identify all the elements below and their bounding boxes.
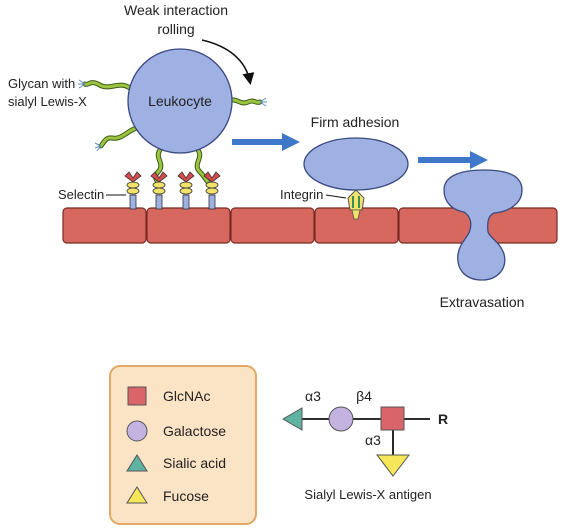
legend-label: GlcNAc [163,388,210,404]
endothelial-cell [230,207,315,244]
legend-label: Galactose [163,423,226,439]
rolling-label: rolling [157,21,194,37]
sialic-acid-icon [282,407,303,431]
firm-adhesion-label: Firm adhesion [311,114,400,130]
adherent-cell [303,137,409,191]
glcnac-icon [380,406,405,431]
glycan-label-line2: sialyl Lewis-X [8,94,87,109]
sialic-acid-swatch-icon [126,454,148,472]
rolling-arrow [201,39,255,85]
extravasating-leukocyte: Extravasation [440,169,525,310]
endothelial-cell [62,207,147,244]
legend-label: Fucose [163,488,209,504]
legend-label: Sialic acid [163,455,226,471]
glcnac-swatch-icon [127,386,147,406]
step-arrow [232,133,300,151]
leukocyte-cell [127,48,233,154]
legend-item: GlcNAc [127,386,210,406]
galactose-swatch-icon [126,420,148,442]
selectin-label: Selectin [58,187,104,202]
legend-item: Fucose [126,486,209,504]
fucose-icon [375,454,411,477]
leukocyte-label: Leukocyte [148,93,212,109]
beta4-label: β4 [356,388,372,404]
selectin-molecule [150,171,168,210]
legend-item: Galactose [126,420,226,442]
selectin-molecule [203,171,221,210]
extravasating-cell [443,169,523,281]
endothelium [62,207,558,244]
endothelial-cell [146,207,231,244]
step-arrow [418,151,488,169]
sialyl-lewis-x-structure: α3 β4 α3 R Sialyl Lewis-X antigen [282,388,448,502]
integrin-molecule [347,189,365,211]
r-group-label: R [438,411,448,427]
selectin-molecule [124,171,142,210]
glycan-label-line1: Glycan with [8,76,75,91]
legend: GlcNAc Galactose Sialic acid Fucose [109,365,257,525]
glycan-tips [78,79,267,152]
rolling-leukocyte: Leukocyte [78,48,267,185]
integrin-label: Integrin [280,187,323,202]
selectin-molecule [177,171,195,210]
galactose-icon [328,406,354,432]
fucose-swatch-icon [126,486,148,504]
adherent-leukocyte: Firm adhesion Integrin [280,114,409,220]
legend-item: Sialic acid [126,454,226,472]
alpha3-bottom-label: α3 [365,432,381,448]
extravasation-label: Extravasation [440,294,525,310]
integrin-pointer [325,194,347,199]
selectin-group [124,171,221,210]
antigen-title: Sialyl Lewis-X antigen [304,487,431,502]
weak-interaction-label: Weak interaction [124,2,228,18]
alpha3-top-label: α3 [305,388,321,404]
